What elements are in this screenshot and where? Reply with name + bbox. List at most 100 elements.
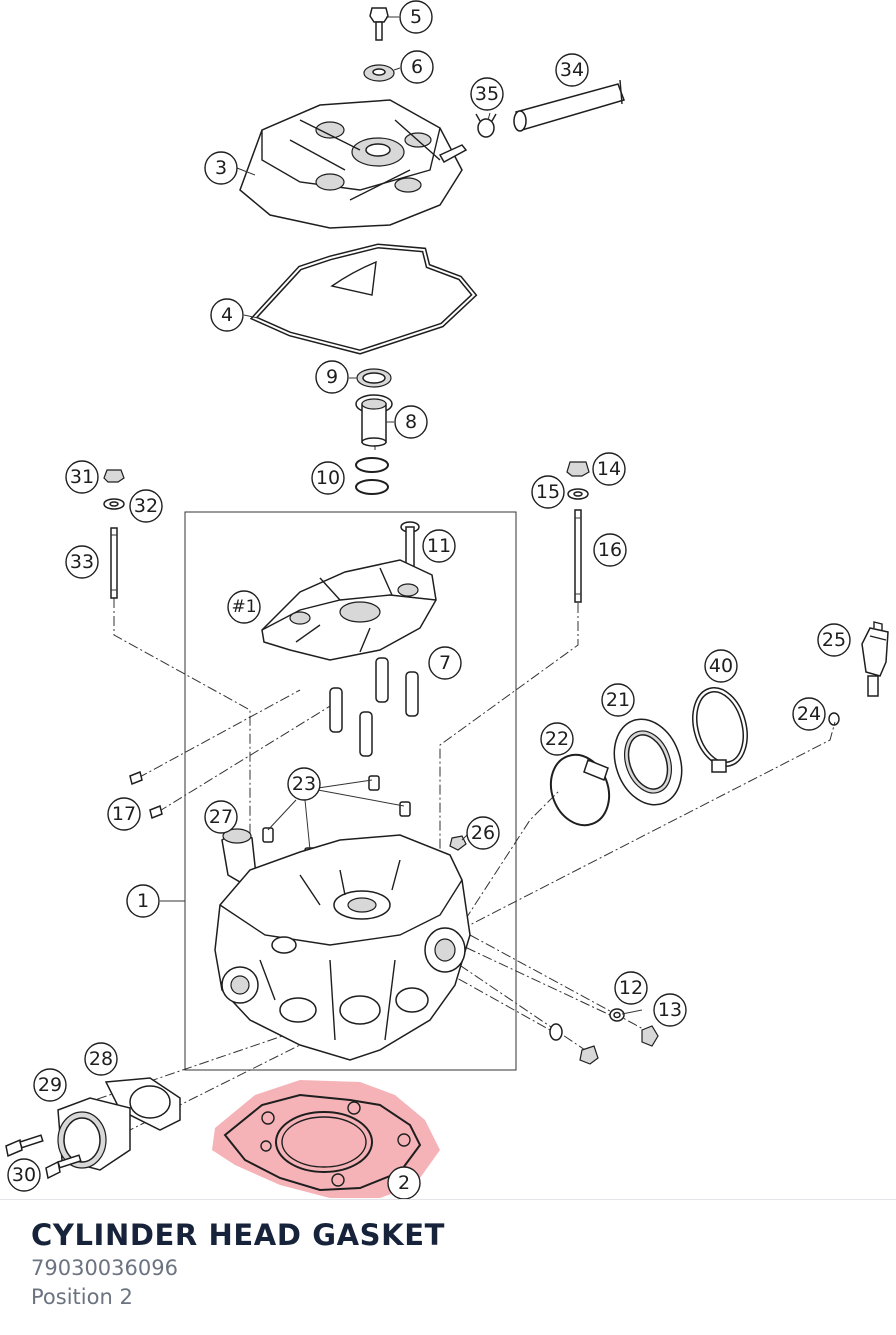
hose-clamp-part-35 [475,113,497,138]
intake-flange-part-29 [57,1097,131,1171]
callout-14: 14 [592,452,626,486]
callout-26: 26 [466,816,500,850]
callout-22: 22 [540,722,574,756]
callout-13: 13 [653,993,687,1027]
nut-part-14 [566,461,590,477]
clamp-part-22 [549,753,611,827]
svg-text:34: 34 [560,59,584,81]
svg-text:25: 25 [822,629,846,651]
svg-text:10: 10 [316,467,340,489]
washer-part-15 [567,488,589,500]
cylinder-head-gasket-part-2[interactable] [212,1080,440,1198]
svg-text:26: 26 [471,822,495,844]
stud-part-33 [110,527,118,599]
svg-text:28: 28 [89,1048,113,1070]
exploded-parts-diagram: .ln { fill:none; stroke:#1e1e1e; stroke-… [5,0,889,1200]
callout-25: 25 [817,623,851,657]
svg-text:3: 3 [215,157,227,179]
svg-text:23: 23 [292,773,316,795]
part-number: 79030036096 [31,1256,178,1280]
svg-text:17: 17 [112,803,136,825]
callout-23: 23 [287,767,321,801]
callout-12: 12 [614,971,648,1005]
svg-text:12: 12 [619,977,643,999]
washer-part-32 [103,498,125,510]
hose-part-34 [513,79,625,132]
svg-text:40: 40 [709,655,733,677]
svg-text:6: 6 [411,56,423,78]
part-title: CYLINDER HEAD GASKET [31,1218,446,1252]
svg-text:5: 5 [410,6,422,28]
gasket-highlight [212,1080,440,1198]
callout-8: 8 [394,405,428,439]
svg-text:21: 21 [606,689,630,711]
svg-text:33: 33 [70,551,94,573]
callout-10: 10 [311,461,345,495]
callout-15: 15 [531,475,565,509]
seal-part-9 [356,368,392,388]
svg-text:30: 30 [12,1164,36,1186]
o-ring-part-24 [828,712,840,726]
callout-24: 24 [792,697,826,731]
plug-lower-1 [579,1045,599,1065]
callout-9: 9 [315,360,349,394]
bolt-part-11 [400,521,420,578]
assembly-leader-lines [59,405,836,1166]
svg-text:22: 22 [545,728,569,750]
washer-part-12 [609,1008,625,1022]
svg-text:9: 9 [326,366,338,388]
callout-6: 6 [400,50,434,84]
callout-21: 21 [601,683,635,717]
screws-part-17 [129,770,163,820]
svg-text:7: 7 [439,652,451,674]
intake-rubber-part-21 [613,718,683,806]
bolts-part-30 [5,1134,82,1180]
callout-2: 2 [387,1166,421,1200]
callout-34: 34 [555,53,589,87]
svg-text:#1: #1 [231,597,256,617]
assembly-frame [184,511,517,1071]
svg-text:13: 13 [658,999,682,1021]
callout-4: 4 [210,298,244,332]
valve-guides-part-7 [329,657,419,757]
sensor-part-25 [861,621,889,697]
svg-text:31: 31 [70,466,94,488]
svg-text:16: 16 [598,539,622,561]
callout-32: 32 [129,489,163,523]
svg-text:15: 15 [536,481,560,503]
svg-text:2: 2 [398,1172,410,1194]
svg-text:14: 14 [597,458,621,480]
svg-text:8: 8 [405,411,417,433]
callout-28: 28 [84,1042,118,1076]
washer-part-6 [363,64,395,82]
callout-29: 29 [33,1068,67,1102]
camshaft-bridge-part-g1 [261,559,437,661]
callout-leaders [160,16,643,1015]
svg-text:24: 24 [797,703,821,725]
callout-35: 35 [470,77,504,111]
callout-40: 40 [704,649,738,683]
sleeve-part-8 [355,394,393,447]
sensor-part-27 [221,828,257,883]
svg-text:27: 27 [209,806,233,828]
svg-text:35: 35 [475,83,499,105]
valve-cover-part-3 [239,99,468,229]
callout-31: 31 [65,460,99,494]
section-divider [0,1199,896,1200]
svg-text:1: 1 [137,890,149,912]
nut-part-31 [103,469,125,483]
callout-33: 33 [65,545,99,579]
cylinder-head-part-1 [214,834,471,1061]
callout-16: 16 [593,533,627,567]
callout-30: 30 [7,1158,41,1192]
callout-3: 3 [204,151,238,185]
clamp-part-40 [692,687,748,773]
callout-17: 17 [107,797,141,831]
bolt-part-5 [369,7,389,41]
callout-11: 11 [422,529,456,563]
plug-part-13 [641,1025,659,1047]
valve-cover-gasket-part-4 [249,243,478,355]
callout-1: 1 [126,884,160,918]
stud-part-16 [574,509,582,603]
svg-text:29: 29 [38,1074,62,1096]
